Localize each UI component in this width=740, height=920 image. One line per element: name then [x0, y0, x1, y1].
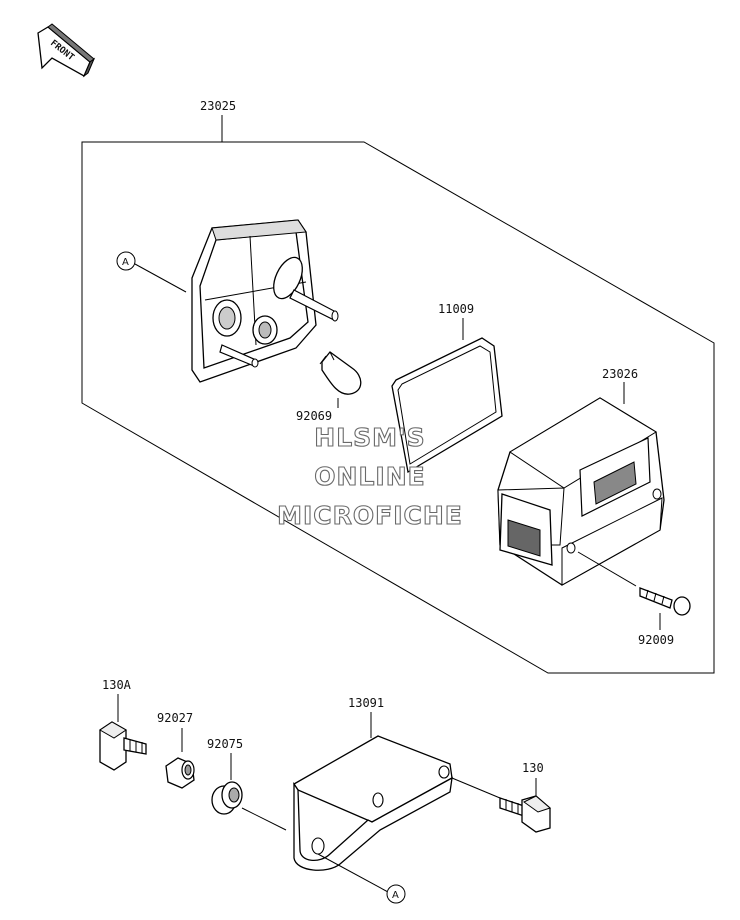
callout-11009: 11009 — [438, 302, 474, 316]
lamp-housing — [191, 219, 339, 383]
bracket — [293, 735, 453, 871]
callout-92069: 92069 — [296, 409, 332, 423]
screw — [639, 587, 691, 616]
svg-text:A: A — [122, 257, 129, 268]
lens-cover — [497, 397, 665, 586]
callout-23025: 23025 — [200, 99, 236, 113]
assembly-outline — [81, 141, 715, 674]
callout-130a: 130A — [102, 678, 132, 692]
watermark-line3: MICROFICHE — [277, 501, 463, 530]
bolt-130a — [99, 721, 147, 771]
callout-92009: 92009 — [638, 633, 674, 647]
front-arrow-badge: FRONT — [37, 23, 96, 78]
callout-92075: 92075 — [207, 737, 243, 751]
watermark: HLSM'S ONLINE MICROFICHE — [277, 422, 463, 530]
svg-text:A: A — [392, 890, 399, 901]
bolt-130 — [499, 795, 551, 833]
gasket — [391, 337, 503, 474]
callout-23026: 23026 — [602, 367, 638, 381]
callout-92027: 92027 — [157, 711, 193, 725]
reference-mark-bottom: A — [386, 884, 406, 904]
grommet — [211, 781, 243, 815]
reference-mark-top: A — [116, 251, 187, 293]
collar — [165, 757, 195, 789]
callout-130: 130 — [522, 761, 544, 775]
watermark-line2: ONLINE — [314, 462, 425, 491]
callout-13091: 13091 — [348, 696, 384, 710]
bulb — [319, 351, 362, 408]
watermark-line1: HLSM'S — [314, 423, 425, 452]
